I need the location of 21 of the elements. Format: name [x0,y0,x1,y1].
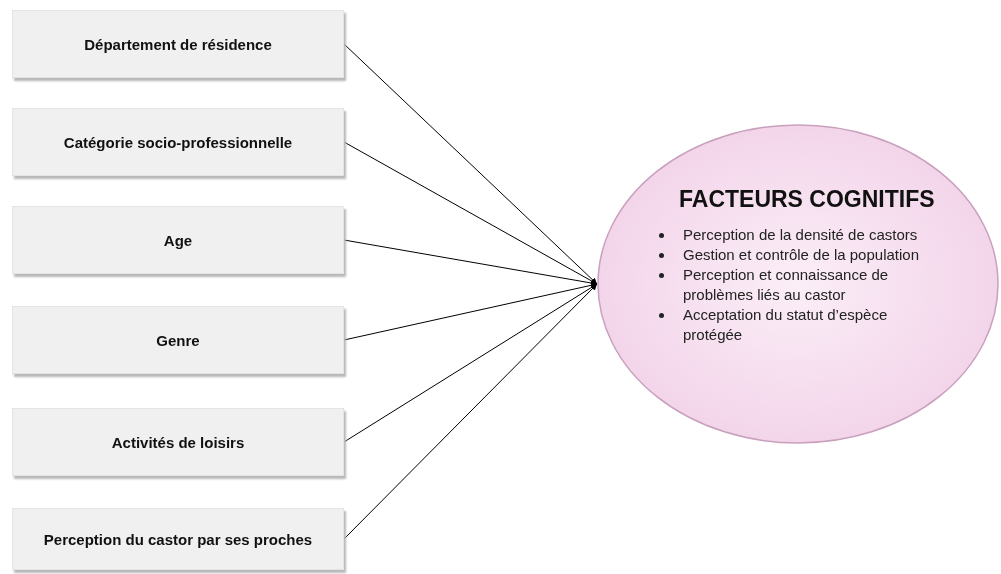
box-label: Genre [156,331,200,349]
factor-box [12,10,344,78]
factor-box [12,508,344,570]
bullet-item: Perception et connaissance de problèmes liés au castor [683,265,890,305]
bullet-item: Gestion et contrôle de la population [683,245,920,265]
box-label: Age [163,231,193,249]
factor-box [12,206,344,274]
factor-box [12,306,344,374]
bullet-item: Perception de la densité de castors [683,225,919,245]
arrow [343,283,598,540]
box-label: Activités de loisirs [111,433,245,451]
bullet-item: Acceptation du statut d’espèce protégée [683,305,889,345]
ellipse-node [597,124,999,444]
node-heading: FACTEURS COGNITIFS [679,186,935,213]
arrow [343,43,598,285]
box-label: Département de résidence [84,35,272,53]
arrow [343,282,598,341]
box-label: Perception du castor par ses proches [43,530,313,548]
factor-box [12,408,344,476]
factor-box [12,108,344,176]
box-label: Catégorie socio-professionnelle [63,133,293,151]
